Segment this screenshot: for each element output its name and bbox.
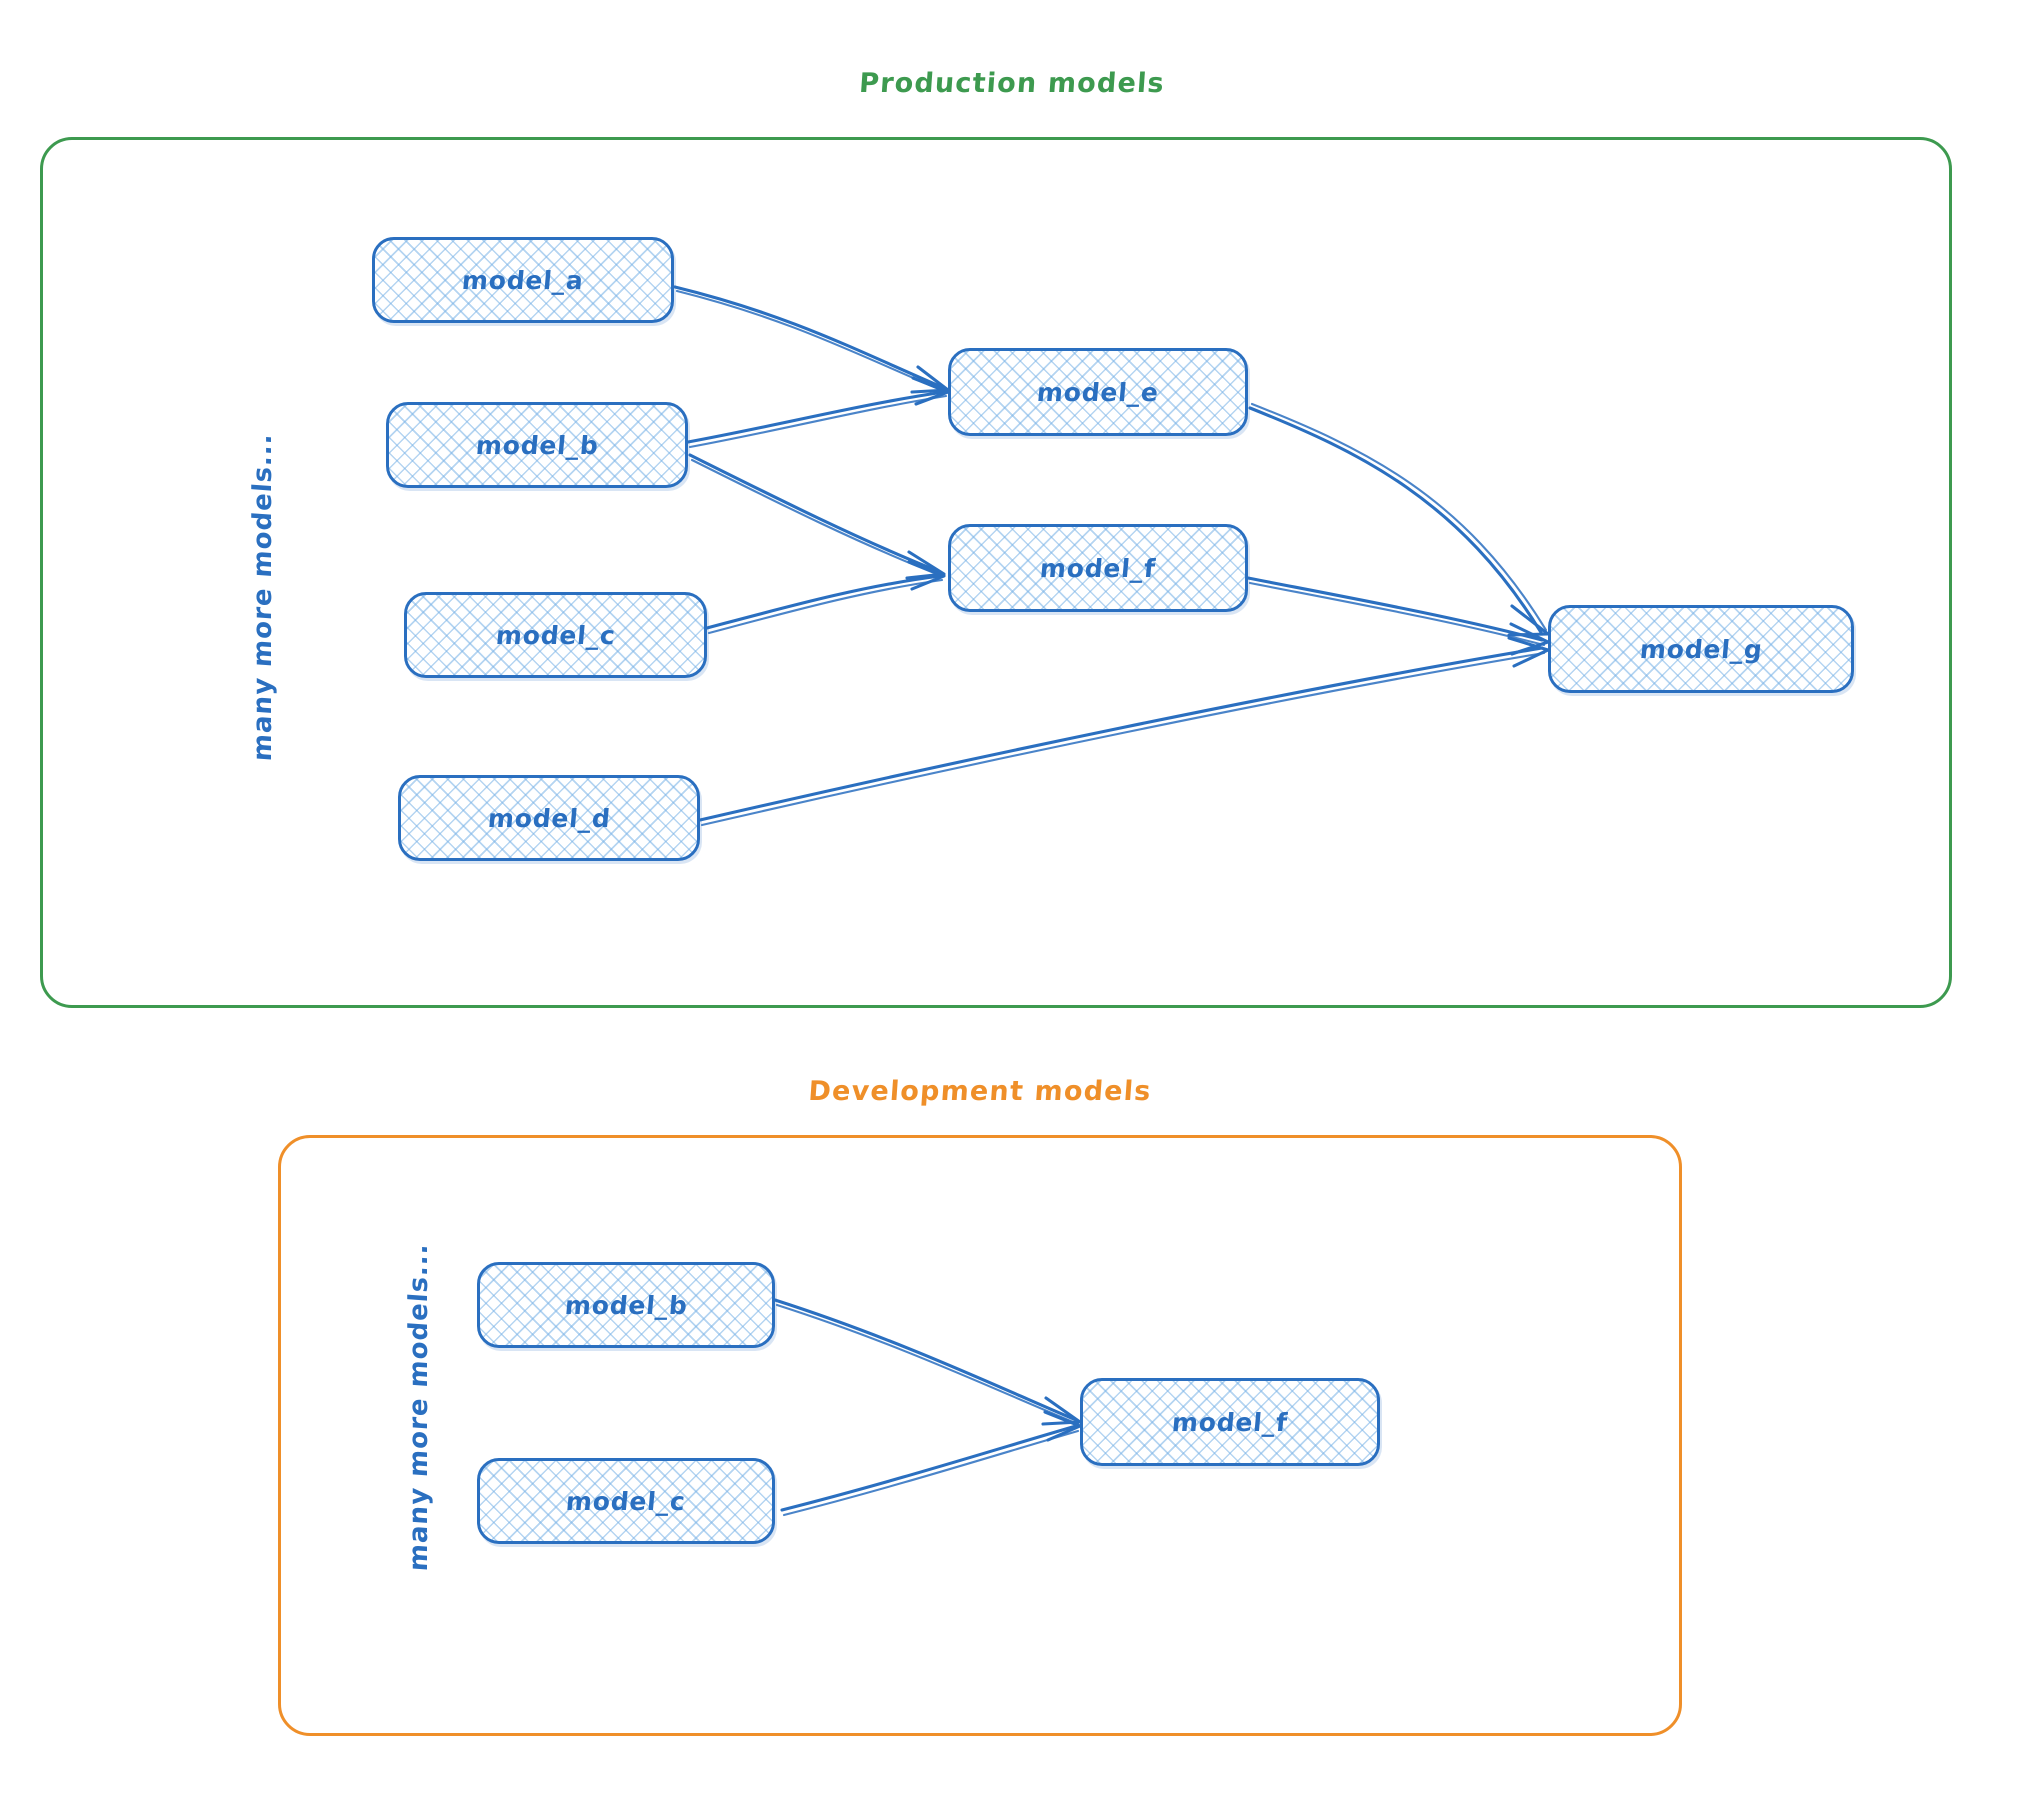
development-group-title: Development models [807, 1076, 1153, 1107]
node-label: model_b [474, 430, 600, 460]
node-prod-model-b[interactable]: model_b [386, 402, 688, 488]
node-label: model_c [564, 1486, 688, 1516]
node-label: model_g [1638, 634, 1764, 664]
node-dev-model-c[interactable]: model_c [477, 1458, 775, 1544]
node-prod-model-d[interactable]: model_d [398, 775, 700, 861]
node-prod-model-f[interactable]: model_f [948, 524, 1248, 612]
node-prod-model-g[interactable]: model_g [1548, 605, 1854, 693]
node-label: model_d [486, 803, 612, 833]
development-many-more-models-label: many more models... [404, 1242, 434, 1573]
development-group-container [278, 1135, 1682, 1736]
node-dev-model-f[interactable]: model_f [1080, 1378, 1380, 1466]
node-prod-model-e[interactable]: model_e [948, 348, 1248, 436]
node-prod-model-c[interactable]: model_c [404, 592, 707, 678]
node-label: model_b [563, 1290, 689, 1320]
production-group-title: Production models [858, 68, 1166, 99]
node-dev-model-b[interactable]: model_b [477, 1262, 775, 1348]
node-label: model_a [460, 265, 586, 295]
production-group-container [40, 137, 1952, 1008]
node-label: model_e [1035, 377, 1161, 407]
production-many-more-models-label: many more models... [248, 432, 278, 763]
node-prod-model-a[interactable]: model_a [372, 237, 674, 323]
node-label: model_f [1038, 553, 1158, 583]
node-label: model_c [494, 620, 617, 650]
node-label: model_f [1170, 1407, 1290, 1437]
